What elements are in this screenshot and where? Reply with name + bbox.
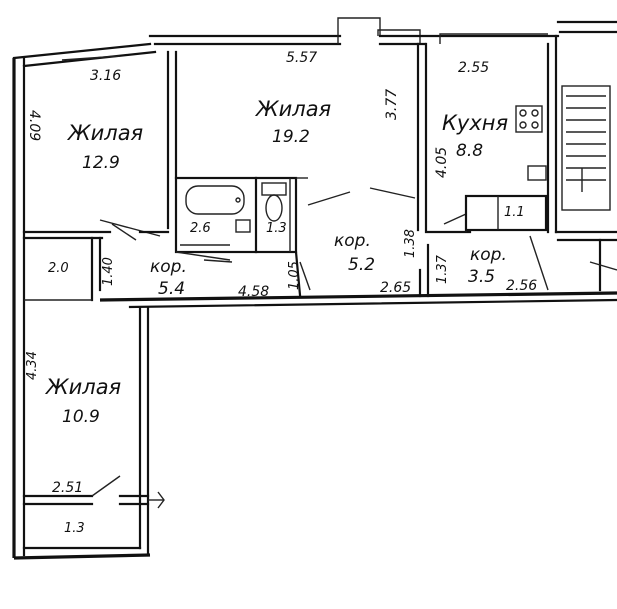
- room-name-corridor-center: кор.: [334, 231, 371, 251]
- dim-top-center-room: 5.57: [286, 50, 317, 66]
- room-name-corridor-right: кор.: [470, 245, 507, 265]
- room-name-living-center: Жилая: [254, 97, 331, 121]
- room-area-corridor-center: 5.2: [348, 255, 375, 275]
- room-name-living-left-upper: Жилая: [66, 121, 143, 145]
- dim-side-left-room: 4.09: [26, 110, 42, 141]
- corridor-wall: [99, 291, 617, 309]
- room-area-balcony: 1.3: [64, 521, 85, 536]
- interior-walls: [22, 34, 617, 509]
- room-name-corridor-left: кор.: [150, 257, 187, 277]
- dim-side-living-lower: 4.34: [25, 351, 40, 380]
- dim-seg-1: 2.65: [380, 280, 411, 296]
- room-area-wc: 1.3: [266, 221, 287, 236]
- dim-side-center-room: 3.77: [384, 89, 400, 120]
- dim-top-left-room: 3.16: [90, 68, 121, 84]
- labels: 3.16 4.09 Жилая 12.9 5.57 Жилая 19.2 3.7…: [25, 50, 537, 536]
- room-area-kitchen: 8.8: [456, 141, 483, 161]
- room-area-bath: 2.6: [190, 221, 211, 236]
- room-area-closet-right: 1.1: [504, 205, 525, 220]
- room-area-living-center: 19.2: [272, 127, 310, 147]
- dim-seg-2: 2.56: [506, 278, 537, 294]
- dim-side-kitchen: 4.05: [434, 147, 450, 178]
- dim-corridor-center: 1.38: [403, 229, 418, 258]
- room-area-corridor-right: 3.5: [468, 267, 495, 287]
- room-area-corridor-left: 5.4: [158, 279, 185, 299]
- room-area-living-left-upper: 12.9: [82, 153, 120, 173]
- dim-corridor-width: 4.58: [238, 284, 269, 300]
- exterior-walls: [12, 17, 617, 560]
- room-name-living-left-lower: Жилая: [44, 375, 121, 399]
- room-name-kitchen: Кухня: [442, 111, 508, 135]
- dim-balcony: 2.51: [52, 480, 83, 496]
- dim-door-1: 1.05: [287, 261, 302, 290]
- dim-storage-left: 1.40: [101, 257, 116, 286]
- room-area-storage-left: 2.0: [48, 261, 69, 276]
- dim-top-kitchen: 2.55: [458, 60, 489, 76]
- dim-corridor-right: 1.37: [435, 254, 450, 284]
- room-area-living-left-lower: 10.9: [62, 407, 100, 427]
